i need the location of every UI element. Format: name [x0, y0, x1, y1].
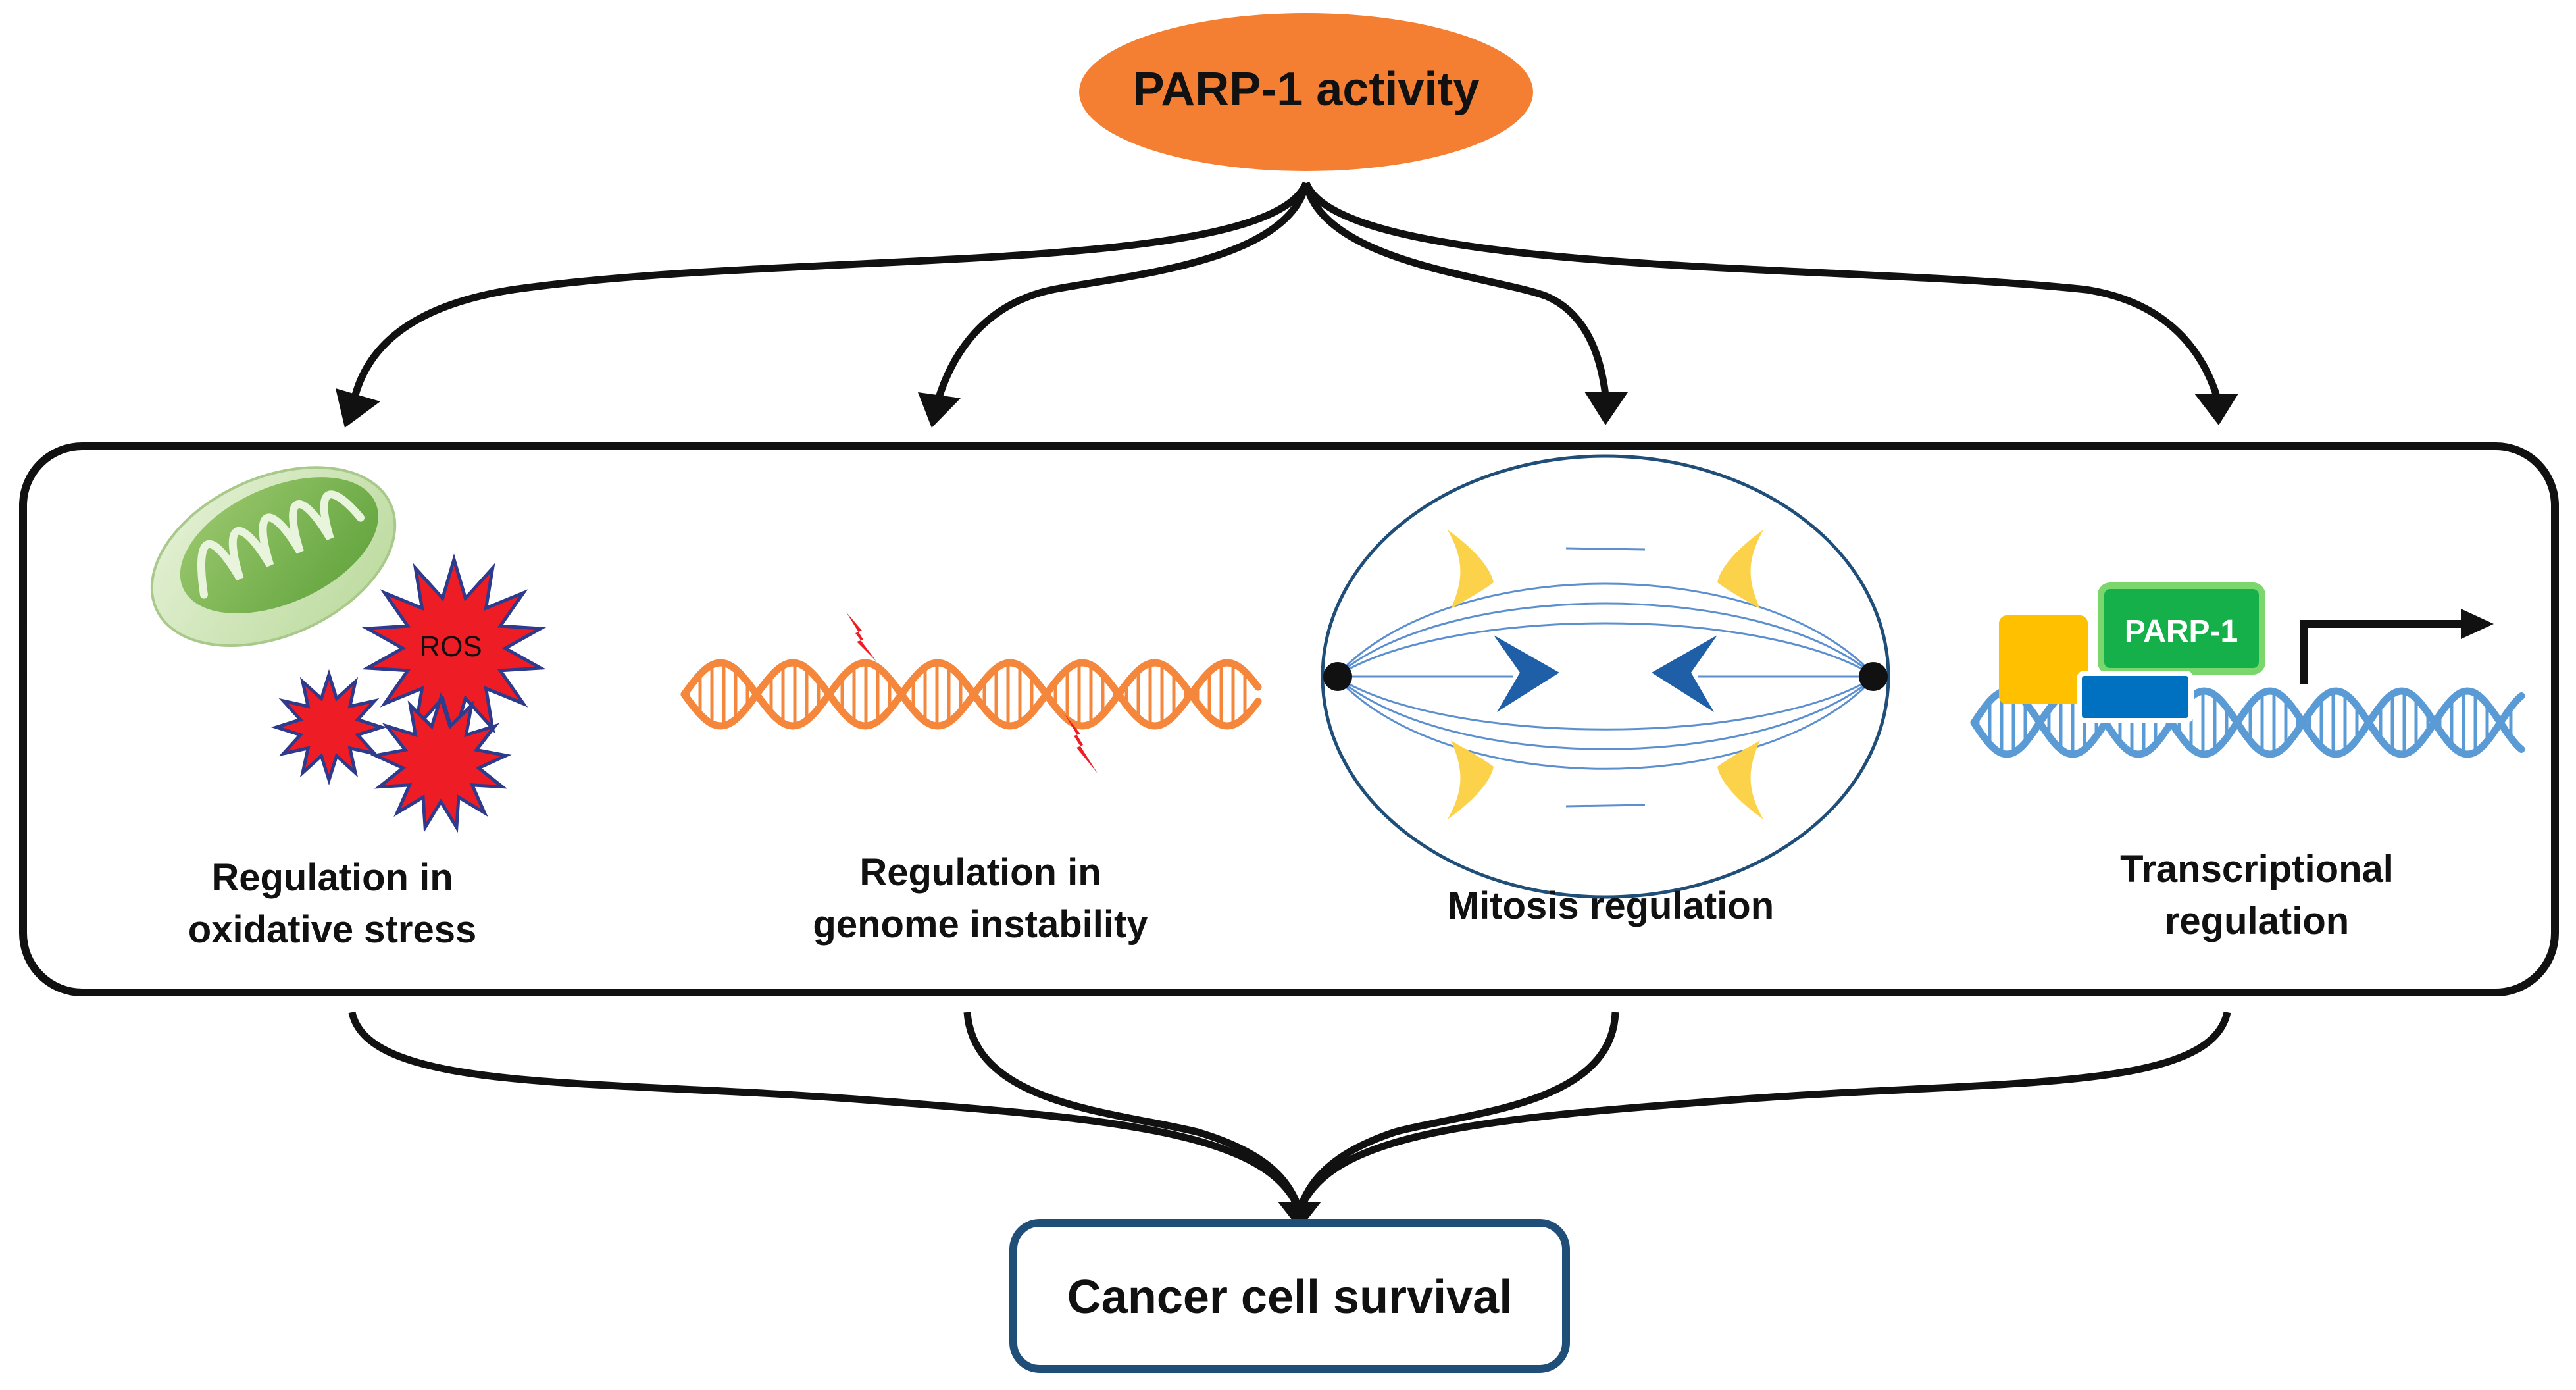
- ros-burst-small: [270, 669, 388, 786]
- transcription-factor-yellow: [1999, 615, 2088, 704]
- arrow-from-oxidative: [348, 1011, 1303, 1212]
- chromosomes-yellow: [1448, 530, 1763, 819]
- ros-burst-icon: ROS: [270, 553, 547, 833]
- lightning-bolt-lower: [1065, 714, 1098, 773]
- transcription-factor-blue: [2077, 671, 2194, 723]
- mitotic-cell-icon: [1321, 454, 1890, 899]
- transcription-start-arrow-icon: [2300, 609, 2494, 684]
- process-label-mitosis: Mitosis regulation: [1448, 885, 1774, 927]
- dna-strand: [680, 659, 1262, 730]
- arrowhead-bottom: [1278, 1202, 1321, 1229]
- centrosome-right: [1859, 662, 1888, 691]
- chromosomes-blue: [1494, 635, 1717, 712]
- lightning-bolt-icon: [846, 612, 1098, 773]
- parp1-protein-label: PARP-1: [2125, 614, 2238, 649]
- arrow-from-transcription: [1296, 1011, 2231, 1212]
- bottom-arrows: [348, 1011, 2231, 1212]
- process-container: [19, 442, 2559, 996]
- mitochondrion-icon: [150, 466, 397, 647]
- process-label-transcription: Transcriptional regulation: [2120, 848, 2394, 942]
- top-arrows: [351, 181, 2221, 403]
- arrow-from-mitosis: [1296, 1012, 1619, 1212]
- process-label-mitosis-line1: Mitosis regulation: [1448, 885, 1774, 927]
- ros-burst-medium: [370, 692, 512, 833]
- spindle-fibers: [1334, 547, 1877, 808]
- parp1-activity-label: PARP-1 activity: [1133, 63, 1480, 116]
- process-label-genome-line1: Regulation in: [859, 851, 1101, 894]
- arrowhead-oxidative: [336, 388, 380, 428]
- process-label-oxidative: Regulation in oxidative stress: [188, 856, 476, 951]
- cancer-cell-survival-box: [1009, 1219, 1570, 1373]
- parp1-activity-node: PARP-1 activity: [1079, 13, 1533, 171]
- lightning-bolt-upper: [846, 612, 876, 661]
- transcription-complex: PARP-1: [1999, 582, 2265, 723]
- arrow-from-genome: [963, 1012, 1303, 1212]
- arrow-to-genome: [934, 182, 1310, 403]
- process-label-transcription-line1: Transcriptional: [2120, 848, 2394, 890]
- process-label-genome: Regulation in genome instability: [813, 851, 1148, 946]
- process-label-oxidative-line2: oxidative stress: [188, 908, 476, 951]
- process-label-oxidative-line1: Regulation in: [211, 856, 453, 899]
- arrowhead-transcription: [2194, 394, 2238, 425]
- dna-strand: [680, 659, 1262, 730]
- top-arrowheads: [336, 388, 2238, 428]
- cancer-cell-survival-node: Cancer cell survival: [1009, 1219, 1570, 1373]
- parp1-activity-ellipse: [1079, 13, 1533, 171]
- dna-double-helix-icon: [680, 659, 1262, 730]
- arrowhead-mitosis: [1584, 392, 1628, 425]
- cancer-cell-survival-label: Cancer cell survival: [1067, 1271, 1512, 1324]
- process-label-transcription-line2: regulation: [2165, 900, 2349, 942]
- arrow-to-oxidative: [351, 181, 1310, 396]
- centrosome-left: [1323, 662, 1352, 691]
- arrow-to-transcription: [1302, 181, 2221, 399]
- arrow-to-mitosis: [1302, 182, 1609, 396]
- dna-strand: [1970, 687, 2525, 758]
- dna-double-helix-blue-icon: [1970, 687, 2525, 758]
- ros-label: ROS: [419, 631, 482, 663]
- process-label-genome-line2: genome instability: [813, 903, 1148, 946]
- arrowhead-genome: [918, 392, 961, 428]
